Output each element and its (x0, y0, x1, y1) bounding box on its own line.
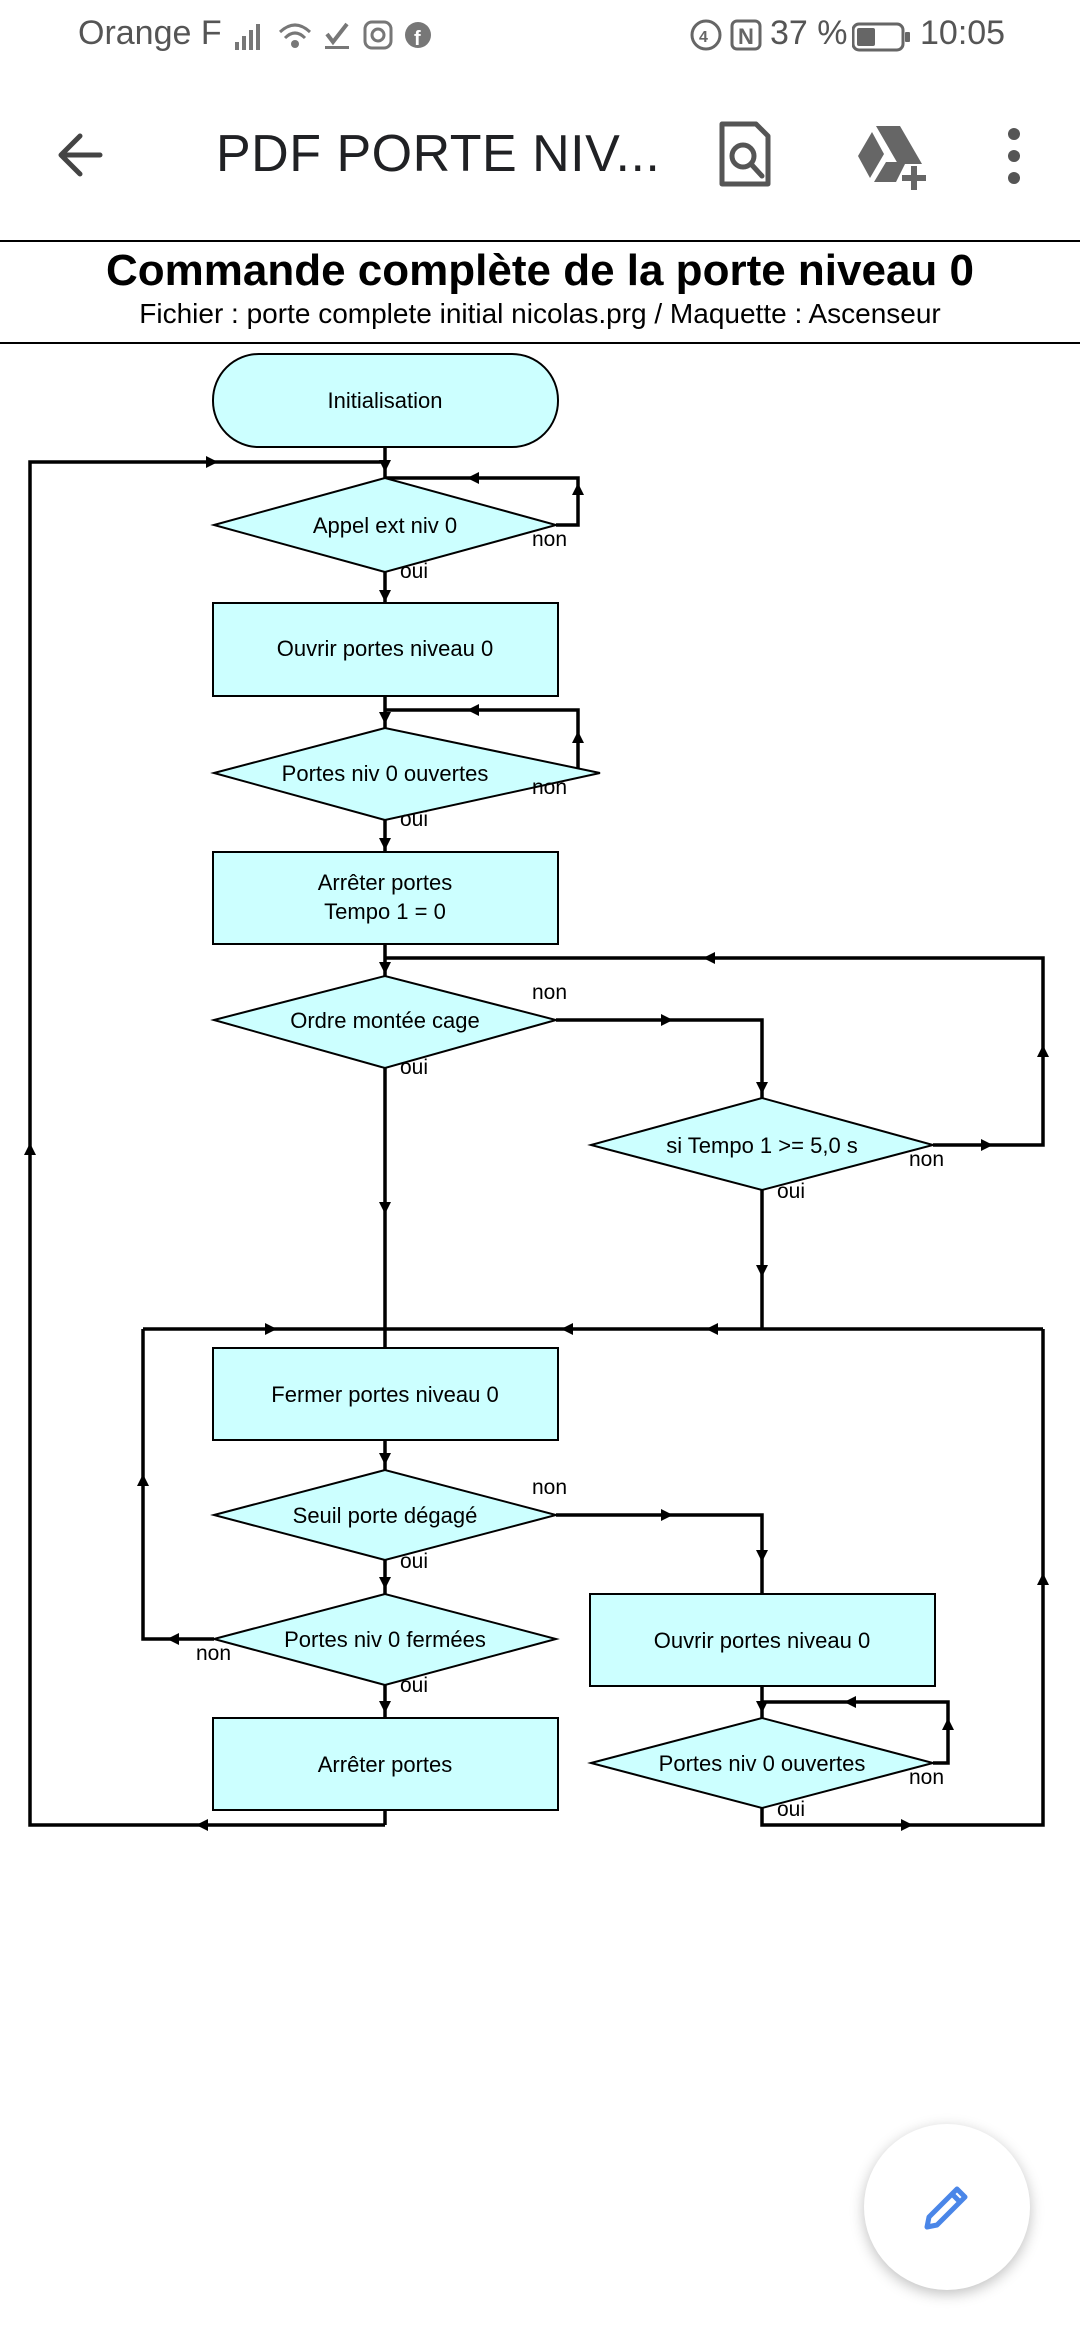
process-node (212, 1347, 559, 1441)
battery-icon (851, 22, 912, 57)
d7-yes-label: oui (777, 1798, 805, 1821)
d6-yes-label: oui (400, 1674, 428, 1697)
start-label: Initialisation (328, 388, 443, 413)
decision-node (210, 476, 560, 574)
carrier-name: Orange F (78, 14, 222, 52)
start-node (212, 353, 559, 448)
d6-no-label: non (196, 1642, 231, 1665)
status-icons-right: 4 N (690, 18, 770, 59)
more-vert-icon[interactable] (996, 124, 1032, 195)
flowchart: Initialisation Appel ext niv 0 Ouvrir po… (24, 353, 1049, 1831)
svg-text:f: f (414, 28, 421, 50)
d4-yes-label: oui (777, 1180, 805, 1203)
decision-node (587, 1716, 937, 1810)
b4-label: Arrêter portes (318, 1752, 453, 1777)
d5-no-label: non (532, 1476, 567, 1499)
connector-d6-non (141, 1329, 214, 1641)
decision-node (210, 1468, 560, 1562)
d3-yes-label: oui (400, 1056, 428, 1079)
process-node (589, 1593, 936, 1687)
status-bar: Orange F f 4 N 37 % (0, 0, 1080, 72)
decision-node (210, 974, 560, 1070)
d1-no-label: non (532, 528, 567, 551)
b2-label-line2: Tempo 1 = 0 (324, 899, 446, 924)
d6-label: Portes niv 0 fermées (284, 1627, 486, 1652)
decision-node (587, 1096, 937, 1192)
b1-label: Ouvrir portes niveau 0 (277, 636, 493, 661)
d4-no-label: non (909, 1148, 944, 1171)
decision-node (210, 1592, 560, 1687)
d4-label: si Tempo 1 >= 5,0 s (666, 1133, 858, 1158)
d7-no-label: non (909, 1766, 944, 1789)
d2-yes-label: oui (400, 808, 428, 831)
d2-no-label: non (532, 776, 567, 799)
d5-yes-label: oui (400, 1550, 428, 1573)
pdf-page-header: Commande complète de la porte niveau 0 F… (0, 240, 1080, 344)
edit-pencil-icon (924, 2186, 968, 2230)
b2-label-line1: Arrêter portes (318, 870, 453, 895)
clock: 10:05 (920, 14, 1006, 52)
search-document-icon[interactable] (710, 118, 780, 197)
battery-percent: 37 % (770, 14, 848, 52)
decision-node (210, 726, 601, 822)
pdf-title: Commande complète de la porte niveau 0 (105, 246, 974, 295)
d1-yes-label: oui (400, 560, 428, 583)
connector-d1-non (385, 476, 580, 527)
process-node (212, 851, 559, 945)
svg-text:4: 4 (699, 29, 708, 46)
d5-label: Seuil porte dégagé (293, 1503, 478, 1528)
d7-label: Portes niv 0 ouvertes (659, 1751, 866, 1776)
process-node (212, 1717, 559, 1811)
b3-label: Fermer portes niveau 0 (271, 1382, 498, 1407)
d2-label: Portes niv 0 ouvertes (282, 761, 489, 786)
process-node (212, 602, 559, 697)
d1-label: Appel ext niv 0 (313, 513, 457, 538)
connector-d5-non (556, 1513, 764, 1594)
d3-no-label: non (532, 981, 567, 1004)
d3-label: Ordre montée cage (290, 1008, 480, 1033)
app-bar: PDF PORTE NIV... (0, 100, 1080, 210)
status-icons-left: f (235, 18, 435, 59)
connector-d3-non (556, 1018, 764, 1098)
document-title: PDF PORTE NIV... (216, 125, 661, 183)
b5-label: Ouvrir portes niveau 0 (654, 1628, 870, 1653)
svg-text:N: N (738, 24, 754, 49)
back-arrow-icon[interactable] (48, 122, 114, 193)
drive-add-icon[interactable] (852, 122, 932, 197)
edit-fab-button[interactable] (864, 2124, 1030, 2290)
pdf-subtitle: Fichier : porte complete initial nicolas… (139, 298, 941, 329)
